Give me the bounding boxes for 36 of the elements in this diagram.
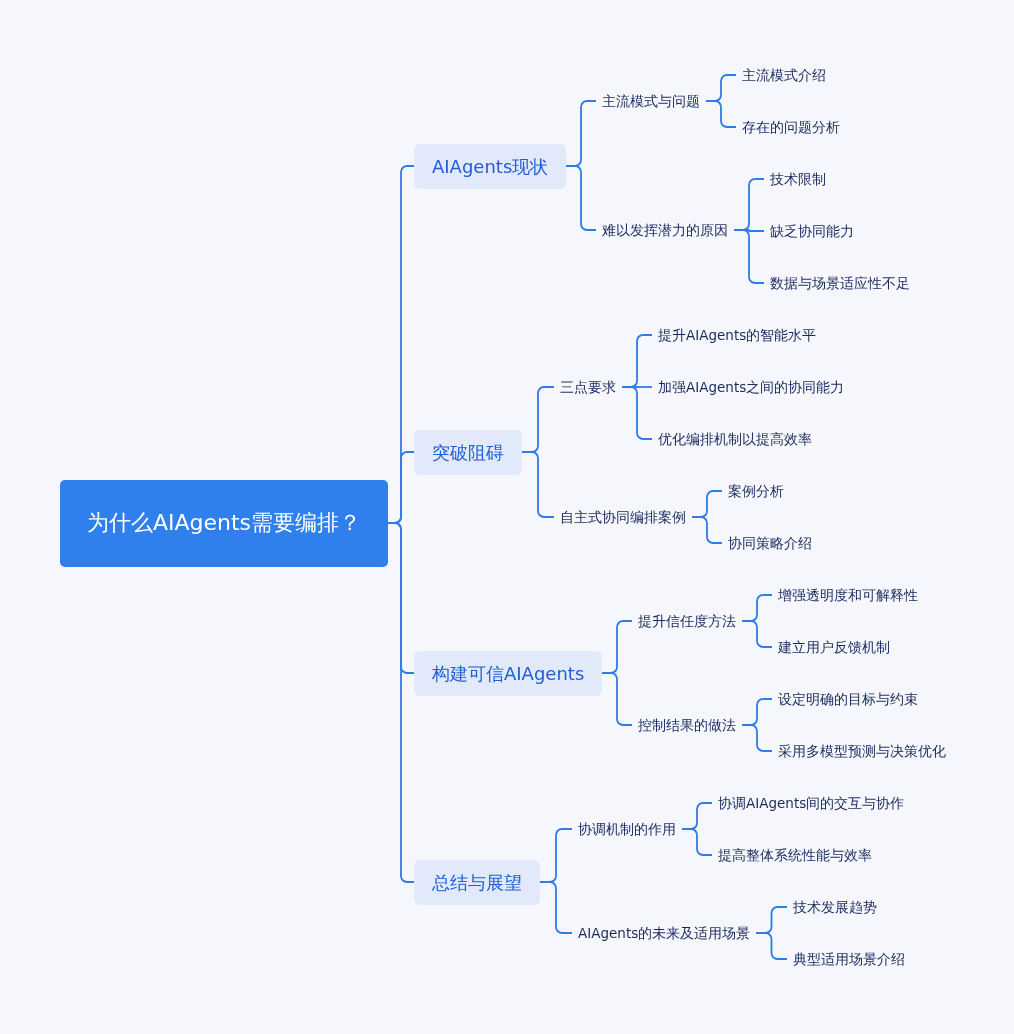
subtopic-label: 提升AIAgents的智能水平 [652, 325, 823, 345]
subtopic-label: 缺乏协同能力 [764, 221, 860, 241]
subtopic-label: 案例分析 [722, 481, 790, 501]
subtopic-label: 典型适用场景介绍 [787, 949, 911, 969]
subtopic-label: 主流模式与问题 [596, 91, 706, 111]
subtopic-label: 协同策略介绍 [722, 533, 818, 553]
connector-line [565, 165, 597, 231]
subtopic-label: 建立用户反馈机制 [772, 637, 896, 657]
subtopic-label: 主流模式介绍 [736, 65, 832, 85]
subtopic-label: AIAgents的未来及适用场景 [572, 923, 757, 943]
subtopic-label: 自主式协同编排案例 [554, 507, 692, 527]
main-topic-box: 突破阻碍 [414, 429, 522, 475]
subtopic-label: 协调机制的作用 [572, 819, 682, 839]
subtopic-label: 三点要求 [554, 377, 622, 397]
main-topic-box: 构建可信AIAgents [414, 650, 603, 696]
main-topic-box: 总结与展望 [414, 859, 540, 905]
subtopic-label: 优化编排机制以提高效率 [652, 429, 818, 449]
main-topic-box: AIAgents现状 [414, 143, 567, 189]
subtopic-label: 技术发展趋势 [787, 897, 883, 917]
subtopic-label: 技术限制 [764, 169, 832, 189]
connector-line [521, 451, 555, 518]
subtopic-label: 增强透明度和可解释性 [772, 585, 924, 605]
subtopic-label: 加强AIAgents之间的协同能力 [652, 377, 851, 397]
subtopic-label: 提高整体系统性能与效率 [712, 845, 878, 865]
connector-line [755, 932, 788, 960]
subtopic-label: 提升信任度方法 [632, 611, 742, 631]
subtopic-label: 设定明确的目标与约束 [772, 689, 924, 709]
subtopic-label: 存在的问题分析 [736, 117, 846, 137]
connector-line [539, 881, 573, 934]
subtopic-label: 采用多模型预测与决策优化 [772, 741, 952, 761]
subtopic-label: 数据与场景适应性不足 [764, 273, 916, 293]
root-topic-box: 为什么AIAgents需要编排？ [60, 479, 388, 567]
subtopic-label: 难以发挥潜力的原因 [596, 220, 734, 240]
connector-line [601, 672, 633, 726]
subtopic-label: 协调AIAgents间的交互与协作 [712, 793, 911, 813]
subtopic-label: 控制结果的做法 [632, 715, 742, 735]
